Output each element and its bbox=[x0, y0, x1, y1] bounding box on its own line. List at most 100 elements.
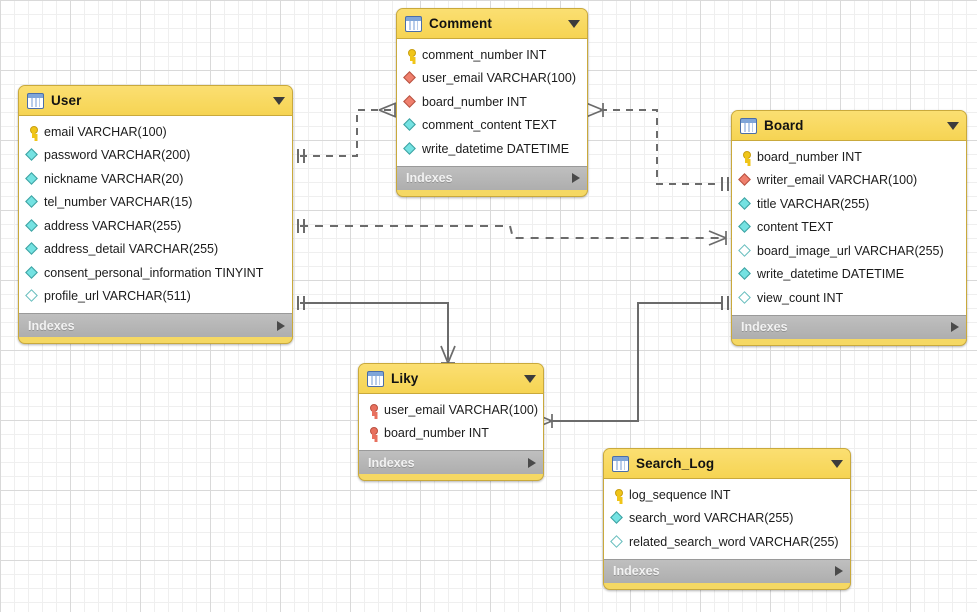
key-pk-icon bbox=[26, 125, 40, 139]
table-board[interactable]: Board board_number INT writer_email VARCHA… bbox=[731, 110, 967, 346]
diamond-shape bbox=[403, 141, 416, 155]
indexes-label: Indexes bbox=[406, 171, 453, 185]
field-label: nickname VARCHAR(20) bbox=[44, 171, 184, 186]
expand-right-icon[interactable] bbox=[277, 320, 285, 331]
field-label: board_number INT bbox=[422, 94, 527, 109]
field-row[interactable]: board_number INT bbox=[359, 422, 543, 446]
expand-right-icon[interactable] bbox=[835, 566, 843, 576]
field-label: related_search_word VARCHAR(255) bbox=[629, 534, 839, 549]
table-fields-user: email VARCHAR(100) password VARCHAR(200) n… bbox=[19, 115, 292, 313]
table-title: User bbox=[51, 93, 82, 108]
diamond-filled-icon bbox=[25, 148, 40, 162]
field-label: password VARCHAR(200) bbox=[44, 148, 191, 163]
table-header-comment[interactable]: Comment bbox=[397, 9, 587, 38]
field-row[interactable]: tel_number VARCHAR(15) bbox=[19, 191, 292, 215]
table-icon bbox=[612, 455, 629, 472]
diamond-shape bbox=[25, 195, 38, 209]
expand-right-icon[interactable] bbox=[528, 457, 536, 468]
card-liky-board-one bbox=[721, 296, 729, 310]
diamond-hollow-icon bbox=[25, 289, 40, 303]
card-user-liky-one bbox=[297, 296, 305, 310]
diamond-hollow-icon bbox=[738, 243, 753, 258]
table-header-search_log[interactable]: Search_Log bbox=[604, 449, 850, 478]
field-row[interactable]: writer_email VARCHAR(100) bbox=[732, 169, 966, 193]
indexes-bar-comment[interactable]: Indexes bbox=[397, 165, 587, 190]
table-header-board[interactable]: Board bbox=[732, 111, 966, 140]
table-user[interactable]: User email VARCHAR(100) password VARCHAR(2… bbox=[18, 85, 293, 344]
field-row[interactable]: search_word VARCHAR(255) bbox=[604, 507, 850, 531]
diamond-fk-icon bbox=[403, 94, 418, 109]
field-row[interactable]: password VARCHAR(200) bbox=[19, 144, 292, 168]
diamond-shape bbox=[403, 94, 416, 108]
table-title: Liky bbox=[391, 371, 419, 386]
chevron-down-icon[interactable] bbox=[568, 19, 580, 28]
diamond-shape bbox=[738, 196, 751, 210]
chevron-down-icon[interactable] bbox=[524, 374, 536, 383]
expand-right-icon[interactable] bbox=[572, 173, 580, 183]
diamond-shape bbox=[610, 511, 623, 525]
field-row[interactable]: user_email VARCHAR(100) bbox=[359, 398, 543, 422]
field-row[interactable]: write_datetime DATETIME bbox=[397, 137, 587, 161]
expand-right-icon[interactable] bbox=[951, 322, 959, 332]
card-user-board-many bbox=[708, 230, 727, 246]
chevron-down-icon[interactable] bbox=[947, 121, 959, 130]
field-row[interactable]: address_detail VARCHAR(255) bbox=[19, 238, 292, 262]
diamond-filled-icon bbox=[738, 220, 753, 234]
field-row[interactable]: related_search_word VARCHAR(255) bbox=[604, 530, 850, 554]
diamond-shape bbox=[738, 243, 751, 257]
field-row[interactable]: nickname VARCHAR(20) bbox=[19, 167, 292, 191]
field-row[interactable]: email VARCHAR(100) bbox=[19, 120, 292, 144]
table-icon bbox=[27, 92, 44, 109]
table-icon bbox=[405, 15, 422, 32]
card-user-comment-one bbox=[297, 149, 305, 163]
field-row[interactable]: board_number INT bbox=[732, 145, 966, 169]
key-pkfk-icon bbox=[366, 426, 380, 440]
field-label: writer_email VARCHAR(100) bbox=[757, 173, 918, 188]
field-row[interactable]: address VARCHAR(255) bbox=[19, 214, 292, 238]
field-label: content TEXT bbox=[757, 220, 834, 235]
field-row[interactable]: write_datetime DATETIME bbox=[732, 263, 966, 287]
field-row[interactable]: board_number INT bbox=[397, 90, 587, 114]
diamond-shape bbox=[25, 265, 38, 279]
diamond-filled-icon bbox=[610, 511, 625, 525]
diamond-filled-icon bbox=[25, 195, 40, 209]
field-row[interactable]: user_email VARCHAR(100) bbox=[397, 67, 587, 91]
indexes-bar-search_log[interactable]: Indexes bbox=[604, 558, 850, 583]
field-label: consent_personal_information TINYINT bbox=[44, 265, 264, 280]
diamond-shape bbox=[738, 220, 751, 234]
field-row[interactable]: comment_content TEXT bbox=[397, 114, 587, 138]
table-title: Board bbox=[764, 118, 804, 133]
table-fields-liky: user_email VARCHAR(100)board_number INT bbox=[359, 393, 543, 450]
diamond-shape bbox=[25, 289, 38, 303]
indexes-bar-user[interactable]: Indexes bbox=[19, 313, 292, 337]
diamond-shape bbox=[25, 148, 38, 162]
field-label: board_image_url VARCHAR(255) bbox=[757, 243, 944, 258]
field-label: write_datetime DATETIME bbox=[757, 267, 905, 282]
field-row[interactable]: consent_personal_information TINYINT bbox=[19, 261, 292, 285]
chevron-down-icon[interactable] bbox=[273, 96, 285, 105]
key-pk-icon bbox=[404, 48, 418, 62]
field-row[interactable]: log_sequence INT bbox=[604, 483, 850, 507]
field-row[interactable]: board_image_url VARCHAR(255) bbox=[732, 239, 966, 263]
field-row[interactable]: view_count INT bbox=[732, 286, 966, 310]
indexes-bar-board[interactable]: Indexes bbox=[732, 314, 966, 339]
card-comment-board-many bbox=[585, 102, 604, 118]
key-pk-icon bbox=[739, 150, 753, 164]
field-row[interactable]: profile_url VARCHAR(511) bbox=[19, 285, 292, 309]
table-header-user[interactable]: User bbox=[19, 86, 292, 115]
indexes-bar-liky[interactable]: Indexes bbox=[359, 450, 543, 474]
field-row[interactable]: comment_number INT bbox=[397, 43, 587, 67]
diamond-fk-icon bbox=[403, 71, 418, 85]
field-row[interactable]: title VARCHAR(255) bbox=[732, 192, 966, 216]
diamond-shape bbox=[738, 173, 751, 187]
chevron-down-icon[interactable] bbox=[831, 459, 843, 468]
diamond-hollow-icon bbox=[610, 534, 625, 549]
key-pkfk-icon bbox=[366, 403, 380, 417]
table-header-liky[interactable]: Liky bbox=[359, 364, 543, 393]
field-label: write_datetime DATETIME bbox=[422, 141, 570, 156]
table-liky[interactable]: Liky user_email VARCHAR(100)board_number … bbox=[358, 363, 544, 481]
field-row[interactable]: content TEXT bbox=[732, 216, 966, 240]
